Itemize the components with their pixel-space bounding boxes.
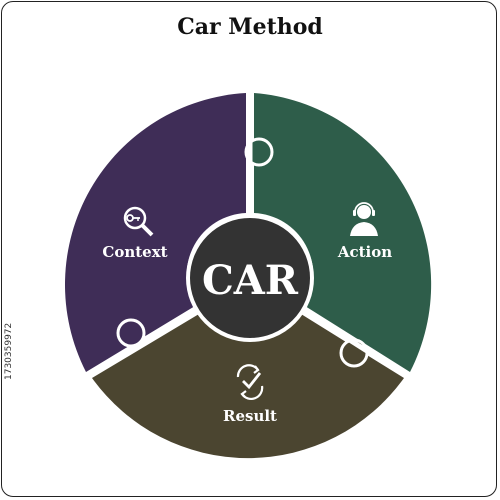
- result-label: Result: [223, 407, 277, 425]
- center-label: CAR: [202, 257, 299, 304]
- diagram-title: Car Method: [177, 14, 323, 40]
- action-segment: [254, 93, 432, 372]
- action-label: Action: [337, 243, 392, 261]
- stock-id: 1730359972: [4, 322, 14, 380]
- support-agent-icon: [350, 202, 378, 236]
- context-label: Context: [102, 243, 167, 261]
- center-circle: [186, 214, 314, 342]
- key-magnifier-icon: [123, 206, 154, 237]
- context-segment: [64, 93, 247, 372]
- divider-left: [86, 308, 198, 380]
- check-cycle-icon: [236, 364, 264, 401]
- divider-right: [302, 308, 410, 380]
- context-puzzle-tab: [116, 318, 146, 348]
